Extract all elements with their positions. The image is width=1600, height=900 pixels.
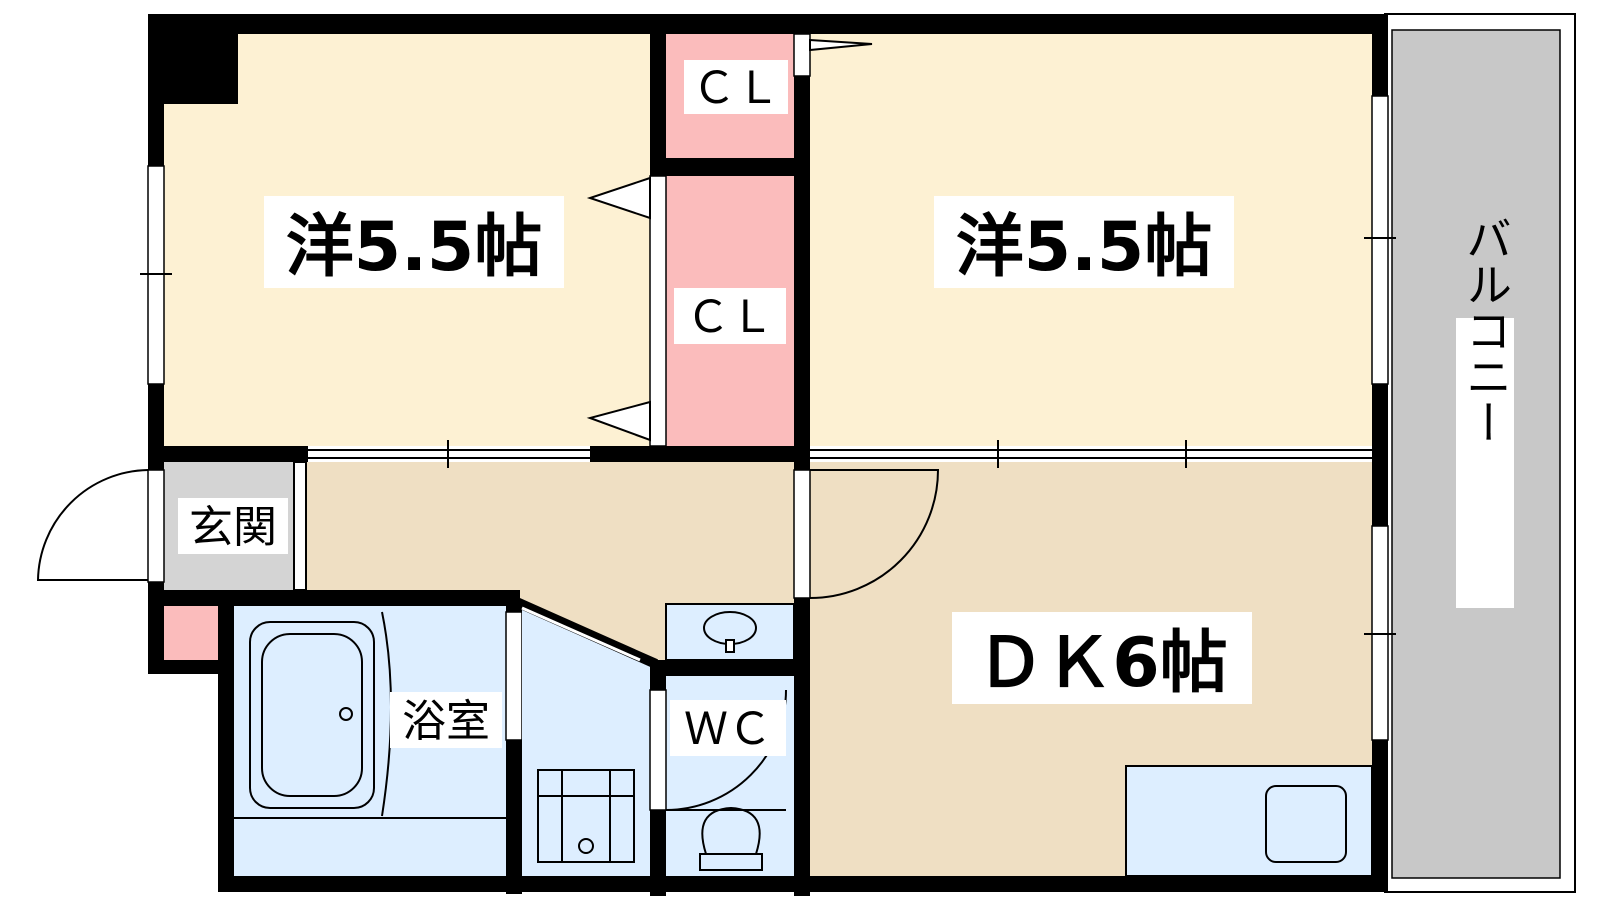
closet-lower-door-leaf-b: [586, 400, 651, 442]
shoe-box: [164, 606, 218, 660]
toilet-tank: [699, 853, 763, 871]
washroom-floor: [522, 606, 664, 876]
bathtub: [249, 621, 375, 809]
label-western-room-right: 洋5.5帖: [956, 208, 1212, 287]
sink-icon: [1265, 785, 1347, 863]
kitchen-counter: [1125, 765, 1373, 877]
label-closet-upper: ＣＬ: [692, 63, 780, 114]
closet-upper-door-jamb: [793, 33, 811, 77]
closet-wall-mid: [650, 158, 810, 176]
bathroom-wall-top: [218, 590, 520, 606]
windows: [140, 95, 1396, 741]
washroom-diagonal-wall: [509, 595, 659, 669]
label-bg-left-room: [264, 196, 564, 288]
entrance-door-swing: [36, 469, 149, 581]
wall-mid-left-b: [590, 446, 810, 462]
hallway: [300, 462, 794, 660]
bathroom-door-opening: [505, 611, 523, 741]
toilet-bowl: [701, 806, 761, 855]
balcony-label-bg: [1456, 318, 1514, 608]
closet-doors: [586, 33, 873, 447]
label-entrance: 玄関: [189, 502, 277, 553]
dk-door-swing: [809, 469, 940, 599]
hallway-floor: [300, 462, 794, 590]
entrance-step: [293, 461, 307, 591]
wall-left-lower: [218, 590, 234, 892]
washroom-diagonal-inner: [521, 606, 641, 662]
label-bg-closet-upper: [684, 60, 788, 114]
label-closet-lower: ＣＬ: [686, 292, 774, 343]
bathtub-inner: [261, 633, 363, 797]
dk-door: [793, 469, 940, 599]
label-bg-bathroom: [390, 692, 502, 748]
label-bg-dk: [952, 612, 1252, 704]
closet-lower-door-leaf-a: [586, 176, 651, 220]
faucet-icon: [725, 639, 735, 653]
bathtub-drain: [339, 707, 353, 721]
dk-door-opening: [793, 469, 811, 599]
label-toilet: ＷＣ: [684, 704, 772, 755]
label-bathroom: 浴室: [402, 696, 490, 747]
entrance-wall-bottom: [148, 590, 234, 606]
washroom: [509, 595, 664, 876]
label-bg-closet-lower: [674, 288, 786, 344]
wc-wall-top: [650, 660, 810, 676]
label-balcony: バルコニー: [1459, 215, 1513, 445]
pillar-top-left: [148, 14, 238, 104]
balcony: [1384, 13, 1576, 893]
washing-machine: [537, 769, 635, 863]
label-bg-toilet: [670, 700, 786, 756]
window-right-upper: [1371, 95, 1389, 385]
label-western-room-left: 洋5.5帖: [286, 208, 542, 287]
closet-upper-door-leaf: [809, 38, 873, 52]
washing-machine-drain: [578, 838, 594, 854]
entrance-wall-lower-bottom: [148, 660, 234, 674]
label-bg-right-room: [934, 196, 1234, 288]
entrance-wall-lower-left: [148, 590, 164, 674]
entrance-door-opening: [147, 469, 165, 583]
mid-walls: [148, 440, 1372, 468]
labels: 洋5.5帖 洋5.5帖 ＤＫ6帖 ＣＬ ＣＬ 玄関 浴室 ＷＣ バルコニー: [178, 60, 1513, 756]
wc-door-opening: [649, 689, 667, 811]
closet-lower-door-jamb: [649, 175, 667, 447]
label-bg-entrance: [178, 498, 288, 554]
wall-top: [148, 14, 1388, 34]
closet-wall-right: [794, 34, 810, 896]
closet-wall-left: [650, 34, 666, 164]
label-dining-kitchen: ＤＫ6帖: [976, 624, 1227, 703]
wall-mid-left-a: [148, 446, 308, 462]
